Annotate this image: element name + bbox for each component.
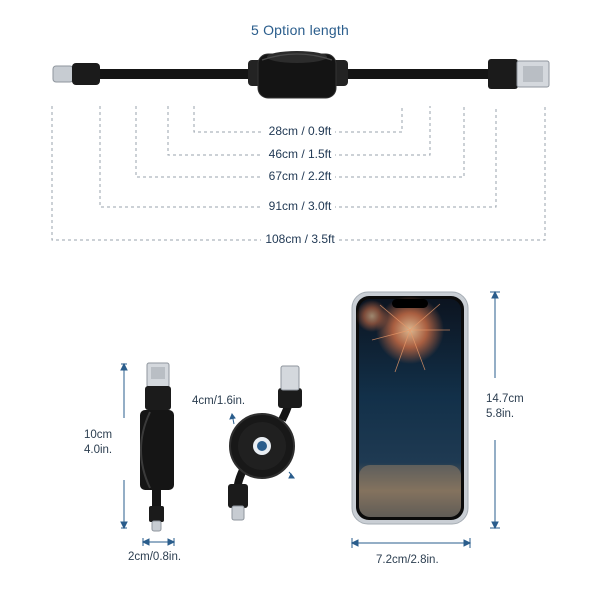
phone-height-label: 14.7cm 5.8in. bbox=[486, 393, 524, 420]
length-label-91cm: 91cm / 3.0ft bbox=[0, 199, 600, 213]
phone-graphic bbox=[351, 291, 469, 525]
phone-width-label: 7.2cm/2.8in. bbox=[376, 554, 439, 566]
cable-width-label: 2cm/0.8in. bbox=[128, 551, 182, 563]
length-label-46cm: 46cm / 1.5ft bbox=[0, 147, 600, 161]
phone-dim-arrows bbox=[350, 290, 500, 548]
side-cable bbox=[140, 362, 174, 532]
side-dim-arrows bbox=[120, 362, 295, 546]
length-guides bbox=[51, 106, 546, 241]
length-label-108cm: 108cm / 3.5ft bbox=[0, 232, 600, 246]
title: 5 Option length bbox=[251, 22, 349, 38]
guide-91 bbox=[99, 106, 497, 208]
cable-height-label: 10cm 4.0in. bbox=[84, 429, 113, 456]
guide-28 bbox=[193, 106, 403, 133]
length-label-67cm: 67cm / 2.2ft bbox=[0, 169, 600, 183]
guide-108 bbox=[51, 106, 546, 241]
top-cable bbox=[52, 51, 550, 99]
front-spool bbox=[228, 365, 302, 521]
guide-46 bbox=[167, 106, 431, 156]
guide-67 bbox=[135, 106, 465, 178]
spool-thickness-label: 4cm/1.6in. bbox=[192, 395, 246, 407]
length-label-28cm: 28cm / 0.9ft bbox=[0, 124, 600, 138]
